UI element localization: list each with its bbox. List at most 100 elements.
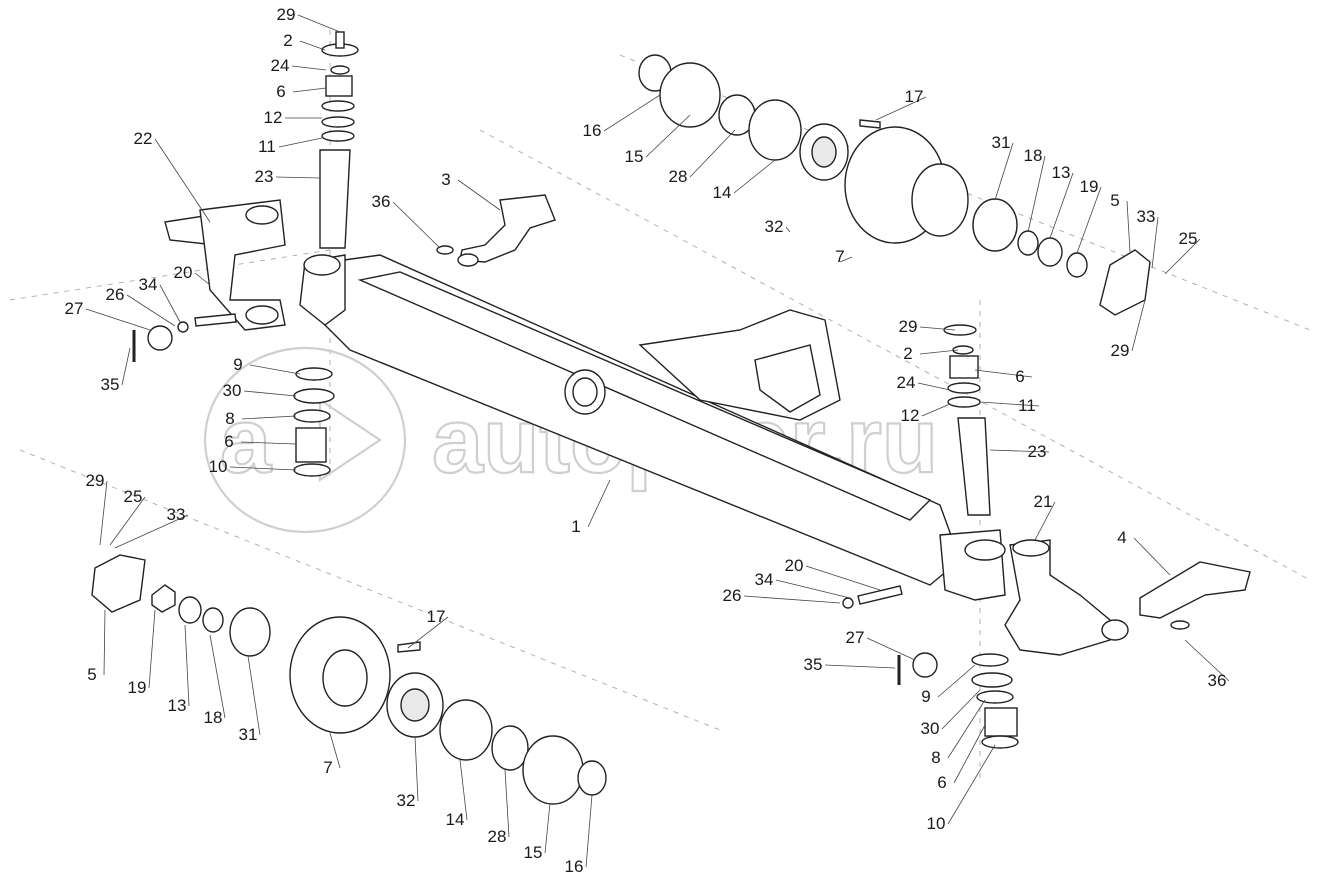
leader-line: [1184, 639, 1230, 682]
leader-line: [292, 87, 327, 93]
callout-label: 6: [937, 773, 946, 792]
callout-label: 8: [931, 748, 940, 767]
callout-label: 33: [1137, 207, 1156, 226]
leader-line: [299, 40, 326, 51]
callout-label: 30: [223, 381, 242, 400]
callout-label: 11: [1018, 396, 1036, 415]
callout-label: 6: [224, 432, 233, 451]
leader-line: [1126, 200, 1131, 253]
left-lower-bushing-stack: [293, 367, 335, 477]
callout-label: 26: [723, 586, 742, 605]
leader-line: [1027, 155, 1046, 233]
callout-label: 4: [1117, 528, 1126, 547]
callout-label: 23: [255, 167, 274, 186]
leader-line: [159, 284, 181, 323]
callout-label: 5: [87, 665, 96, 684]
callout-label: 15: [524, 843, 543, 862]
upper-right-hub-group: [638, 54, 1151, 316]
leader-line: [743, 595, 841, 604]
callout-labels: 2922461211232220342627359308610363161528…: [65, 5, 1230, 876]
callout-label: 35: [101, 375, 120, 394]
leader-line: [994, 142, 1014, 201]
callout-label: 27: [65, 299, 84, 318]
svg-text:a: a: [220, 390, 272, 492]
leader-line: [85, 308, 151, 331]
callout-label: 22: [134, 129, 153, 148]
leader-line: [329, 732, 341, 769]
callout-label: 13: [168, 696, 187, 715]
leader-line: [392, 201, 441, 249]
callout-label: 29: [277, 5, 296, 24]
left-kingpin-stack: [319, 31, 359, 249]
callout-label: 3: [441, 170, 450, 189]
leader-line: [917, 382, 951, 391]
leader-line: [1049, 172, 1074, 239]
leader-line: [297, 14, 341, 33]
leader-line: [278, 137, 323, 148]
right-lower-bushing-stack: [971, 653, 1019, 749]
leader-line: [291, 65, 327, 71]
callout-label: 36: [1208, 671, 1227, 690]
axle-beam-part: [299, 254, 1006, 601]
leader-line: [785, 226, 791, 233]
leader-line: [689, 129, 736, 178]
leader-line: [544, 802, 551, 854]
callout-label: 19: [1080, 177, 1099, 196]
leader-line: [824, 664, 896, 669]
leader-line: [103, 609, 106, 676]
callout-label: 10: [209, 457, 228, 476]
callout-label: 33: [167, 505, 186, 524]
callout-label: 6: [1015, 367, 1024, 386]
callout-label: 34: [755, 570, 774, 589]
callout-label: 29: [86, 471, 105, 490]
leader-line: [459, 759, 468, 821]
steering-arm-part: [436, 194, 556, 267]
callout-label: 15: [625, 147, 644, 166]
callout-label: 12: [901, 406, 920, 425]
leader-line: [645, 114, 691, 158]
callout-label: 16: [583, 121, 602, 140]
callout-label: 9: [921, 687, 930, 706]
leader-line: [941, 689, 981, 730]
leader-line: [937, 664, 976, 698]
callout-label: 11: [258, 137, 276, 156]
callout-label: 26: [106, 285, 125, 304]
leader-line: [1131, 299, 1146, 352]
a-arrow-logo-icon: a: [203, 346, 407, 534]
leader-line: [114, 514, 189, 549]
leader-line: [184, 624, 190, 707]
right-pin-set: [842, 585, 938, 685]
callout-label: 20: [174, 263, 193, 282]
callout-label: 14: [713, 183, 732, 202]
callout-label: 8: [225, 409, 234, 428]
leader-line: [148, 609, 156, 689]
callout-label: 24: [897, 373, 916, 392]
callout-label: 20: [785, 556, 804, 575]
callout-label: 36: [372, 192, 391, 211]
callout-label: 25: [1179, 229, 1198, 248]
leader-line: [1133, 537, 1171, 576]
callout-label: 32: [397, 791, 416, 810]
callout-label: 21: [1034, 492, 1053, 511]
leader-line: [1151, 216, 1159, 269]
callout-label: 13: [1052, 163, 1071, 182]
leader-line: [229, 466, 297, 471]
leader-line: [126, 294, 176, 327]
callout-label: 19: [128, 678, 147, 697]
left-steering-knuckle-part: [164, 199, 286, 331]
leader-line: [209, 634, 226, 719]
leader-line: [241, 415, 297, 420]
leader-line: [775, 579, 851, 599]
leader-line: [1034, 501, 1056, 541]
leader-line: [989, 449, 1050, 453]
callout-label: 18: [1024, 146, 1043, 165]
leader-line: [587, 479, 611, 528]
callout-label: 10: [927, 814, 946, 833]
right-kingpin-stack: [943, 324, 991, 516]
left-pin-set: [132, 313, 237, 362]
callout-label: 7: [323, 758, 332, 777]
leader-line: [919, 349, 959, 355]
callout-label: 2: [283, 31, 292, 50]
leader-line: [275, 176, 321, 179]
leader-line: [947, 744, 996, 825]
